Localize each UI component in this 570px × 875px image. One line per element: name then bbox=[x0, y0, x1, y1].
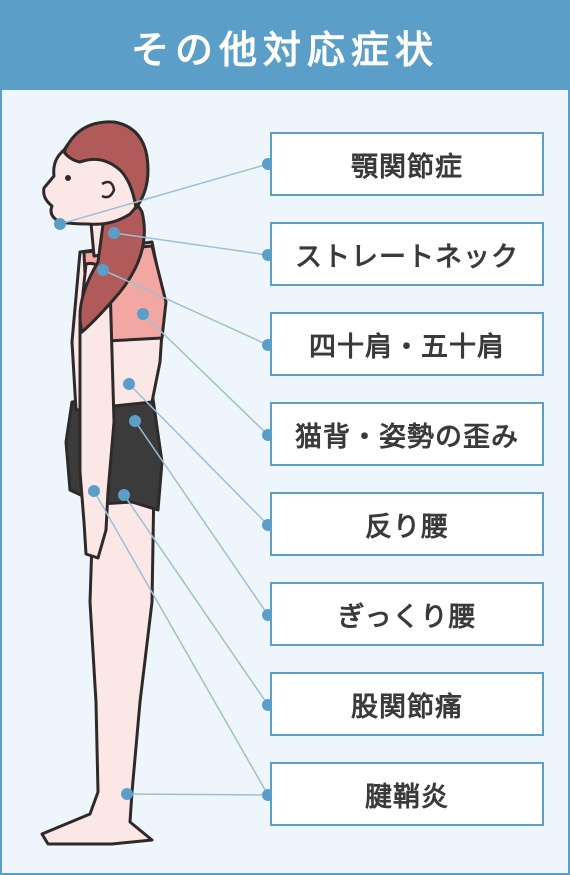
line-ankle bbox=[126, 793, 269, 796]
dot-jaw bbox=[54, 218, 66, 230]
eye bbox=[65, 175, 71, 181]
ear bbox=[101, 180, 116, 199]
line-wrist bbox=[93, 490, 269, 796]
line-back bbox=[142, 313, 269, 436]
symptom-label: 反り腰 bbox=[270, 492, 544, 556]
page-title: その他対応症状 bbox=[130, 27, 439, 72]
dot-hip-joint bbox=[118, 489, 130, 501]
dot-back bbox=[137, 308, 149, 320]
header: その他対応症状 bbox=[2, 2, 568, 90]
dot-shoulder bbox=[97, 264, 109, 276]
dot-neck bbox=[108, 227, 120, 239]
dot-hip bbox=[129, 415, 141, 427]
line-hip-joint bbox=[123, 494, 269, 706]
symptom-label: 股関節痛 bbox=[270, 672, 544, 736]
line-shoulder bbox=[102, 269, 269, 346]
line-neck bbox=[113, 232, 269, 256]
dot-wrist bbox=[88, 485, 100, 497]
line-lower-back bbox=[128, 383, 269, 526]
hair bbox=[62, 120, 150, 210]
dot-ankle bbox=[121, 788, 133, 800]
symptom-label: 猫背・姿勢の歪み bbox=[270, 402, 544, 466]
dot-lower-back bbox=[123, 378, 135, 390]
symptom-label: ぎっくり腰 bbox=[270, 582, 544, 646]
line-jaw bbox=[59, 163, 269, 225]
symptom-label: ストレートネック bbox=[270, 222, 544, 286]
symptom-label: 腱鞘炎 bbox=[270, 762, 544, 826]
symptom-label: 顎関節症 bbox=[270, 132, 544, 196]
line-hip bbox=[134, 420, 269, 616]
leg bbox=[40, 480, 156, 846]
symptom-label: 四十肩・五十肩 bbox=[270, 312, 544, 376]
